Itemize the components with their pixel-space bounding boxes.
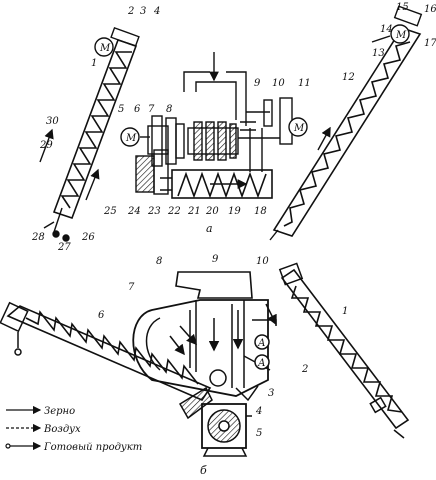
label-13: 13 [372,48,385,59]
label-29: 29 [39,140,53,151]
label-12: 12 [342,72,355,83]
label-2: 2 [127,6,134,17]
label-23: 23 [147,206,161,217]
label-1: 1 [91,58,97,69]
label-22: 22 [167,206,181,217]
motor-symbol-3: М [293,123,305,134]
motor-symbol-2: М [125,133,137,144]
label-14: 14 [380,24,393,35]
label-b8: 8 [156,256,162,267]
right-screw-helix [283,41,411,227]
label-b3: 3 [268,388,274,399]
fan-unit [201,403,252,457]
label-b2: 2 [301,364,308,375]
right-screw-conveyor [269,5,423,241]
drive-assembly [120,52,308,195]
label-11: 11 [298,78,311,89]
figure-b-labels: 1 2 3 4 5 6 7 8 9 10 А А б [98,254,348,477]
valve-symbol-2: А [257,358,266,369]
label-25: 25 [103,206,117,217]
label-15: 15 [396,2,409,13]
label-7: 7 [148,104,155,115]
legend [5,405,42,451]
legend-text: Зерно Воздух Готовый продукт [43,406,142,453]
motor-icon [390,24,410,44]
label-28: 28 [31,232,45,243]
label-b9: 9 [212,254,219,265]
label-4: 4 [153,6,160,17]
legend-air-label: Воздух [43,424,81,435]
valve-a-icon [254,354,270,370]
label-b4: 4 [255,406,262,417]
label-b6: 6 [98,310,105,321]
left-screw-conveyor [39,26,140,242]
label-27: 27 [57,242,71,253]
motor-symbol-4: М [395,30,407,41]
label-b7: 7 [128,282,135,293]
label-b10: 10 [256,256,269,267]
left-screw-helix [60,51,132,209]
label-21: 21 [187,206,201,217]
label-17: 17 [424,38,436,49]
label-10: 10 [272,78,285,89]
label-18: 18 [254,206,267,217]
legend-product-label: Готовый продукт [43,442,142,453]
motor-icon [120,127,140,147]
label-19: 19 [228,206,241,217]
figure-a-caption: а [206,222,213,235]
motor-icon [94,37,114,57]
figure-a-labels: 1 2 3 4 5 6 7 8 9 10 11 12 13 14 15 16 1… [31,2,436,253]
legend-grain-label: Зерно [44,406,75,417]
figure-b-caption: б [200,464,207,477]
motor-symbol-1: М [99,43,111,54]
figure-b [0,262,410,457]
label-b1: 1 [342,306,348,317]
label-8: 8 [166,104,172,115]
label-30: 30 [46,116,59,127]
valve-symbol-1: А [257,338,266,349]
label-24: 24 [127,206,141,217]
airlock-valves [254,334,270,370]
label-9: 9 [254,78,261,89]
valve-a-icon [254,334,270,350]
legend-product-arrow [5,441,42,451]
label-16: 16 [424,4,436,15]
label-6: 6 [134,104,141,115]
right-inclined-screw [278,262,410,439]
label-3: 3 [140,6,146,17]
separator-housing [132,271,277,420]
motor-icon [288,117,308,137]
horizontal-screw [160,169,273,199]
label-26: 26 [81,232,95,243]
label-5: 5 [118,104,124,115]
label-20: 20 [205,206,219,217]
left-long-screw [0,301,212,401]
label-b5: 5 [256,428,262,439]
figure-a [39,5,423,242]
